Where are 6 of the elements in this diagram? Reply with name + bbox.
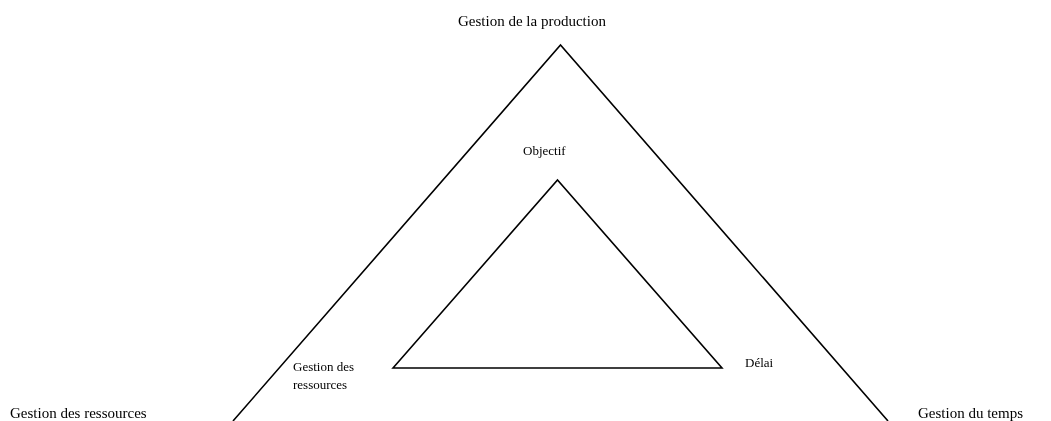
vertex-label: Objectif <box>523 142 566 160</box>
vertex-label: Gestion du temps <box>918 404 1023 421</box>
vertex-label: Gestion de la production <box>458 12 606 31</box>
corner-label: Gestion des ressources <box>10 404 147 421</box>
vertex-label: Délai <box>745 354 774 372</box>
vertex-label: Gestion des ressources <box>293 358 356 394</box>
